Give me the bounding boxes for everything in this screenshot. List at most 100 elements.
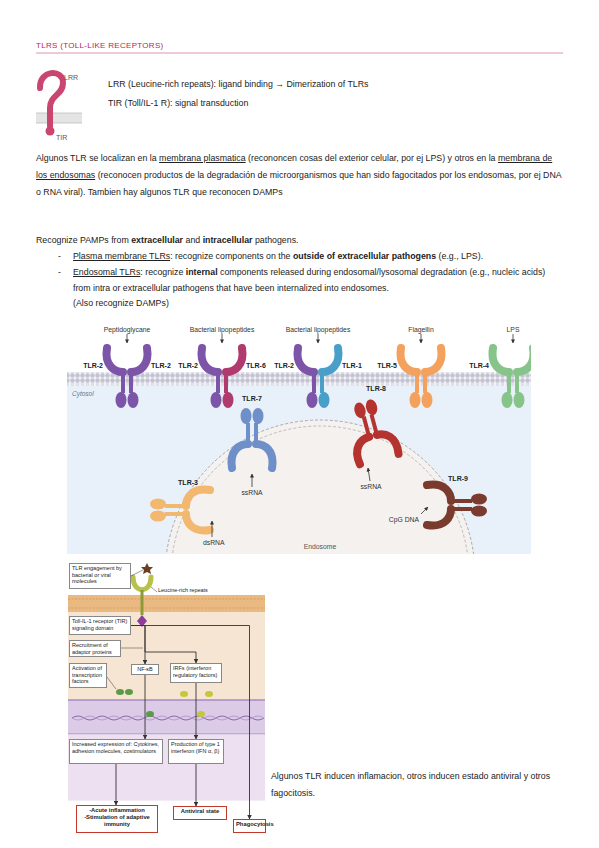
tlr-signaling-figure [68, 608, 265, 609]
box-text: -Stimulation of adaptive immunity [79, 814, 155, 828]
outcome-box: -Acute inflammation-Stimulation of adapt… [76, 805, 158, 833]
tlr-icon [36, 73, 82, 136]
tlr-icon [40, 73, 63, 126]
process-box: Production of type 1 interferon (IFN α, … [168, 739, 224, 764]
tlr-dimer [297, 348, 338, 408]
tlr-icon [46, 127, 55, 136]
transcription-factor [197, 711, 205, 717]
tlr-location-figure [67, 318, 531, 554]
tlr-icon [36, 113, 82, 114]
tlr-dimer [106, 348, 126, 408]
receptor-label: TLR-2 [151, 361, 171, 370]
tlr-dimer [344, 401, 379, 464]
text-paragraph: Algunos TLR se localizan en lamembrana p… [36, 150, 564, 201]
receptor-label: TLR-2 [83, 361, 103, 370]
box-text: Activation of transcription factors [72, 665, 104, 685]
body-text: Algunos TLR se localizan en la [36, 153, 157, 163]
leucine-rich-repeats [133, 577, 151, 590]
tlr-signaling-figure [68, 699, 265, 701]
receptor-label: TLR-8 [366, 384, 386, 393]
signal-arrow [196, 683, 197, 739]
ligand-label: Flagellin [408, 325, 433, 334]
body-text: (Also recognize DAMPs) [73, 296, 563, 312]
ligand-label: Bacterial lipopeptides [286, 325, 351, 334]
tlr-signaling-figure [68, 562, 265, 595]
receptor-label: TLR-2 [274, 361, 294, 370]
tlr-dimer [427, 506, 487, 526]
transcription-factor [180, 691, 188, 697]
body-text: Recognize PAMPs from [36, 235, 129, 245]
transcription-factor [205, 691, 213, 697]
tlr-dimer [319, 348, 339, 408]
ligand-arrow [127, 334, 513, 537]
ligand-arrow [513, 334, 514, 343]
signal-arrow [116, 764, 117, 805]
receptor-label: TLR-9 [448, 474, 468, 483]
outcome-box: Antiviral state [173, 806, 227, 820]
tlr-dimer [231, 408, 251, 468]
underlined-term: Endosomal TLRs [73, 267, 140, 277]
endosome-membrane [171, 426, 469, 554]
bold-term: internal [186, 267, 218, 277]
body-text: (recononcen cosas del exterior celular, … [248, 153, 495, 163]
part-label: TIR [56, 133, 67, 142]
tlr-dimer [344, 396, 399, 465]
tlr-dimer [427, 484, 487, 525]
box-text: Production of type 1 interferon (IFN α, … [171, 741, 221, 754]
tlr-dimer [422, 348, 442, 408]
body-text: and [185, 235, 200, 245]
leader-line [121, 648, 143, 649]
receptor-label: TLR-2 [178, 361, 198, 370]
receptor-label: TLR-3 [178, 478, 198, 487]
definition-text: LRR (Leucine-rich repeats): ligand bindi… [108, 79, 368, 90]
ligand-arrow [212, 521, 213, 537]
signal-arrow [131, 626, 196, 664]
nucleus-area [68, 700, 265, 734]
receptor-stem [141, 590, 144, 615]
process-box: Recruitment of adaptor proteins [69, 640, 121, 657]
cell-membrane [68, 595, 265, 612]
body-text: : recognize [140, 267, 183, 277]
signal-arrow [131, 626, 250, 820]
cytoplasm-area [68, 612, 265, 700]
text-paragraph: Plasma membrane TLRs: recognize componen… [73, 249, 563, 264]
tlr-dimer [492, 348, 531, 408]
tlr-dimer [223, 348, 243, 408]
text-paragraph: Endosomal TLRs: recognizeinternalcompone… [73, 265, 563, 312]
tlr-icon [36, 123, 82, 124]
region-label: Endosome [304, 542, 337, 551]
body-text: : recognize components on the [170, 251, 290, 261]
tlr-dimer [400, 348, 441, 408]
tlr-dimer [231, 408, 272, 468]
box-text: -Acute inflammation [79, 807, 155, 814]
ligand-arrow [368, 468, 370, 481]
tlr-dimer [492, 348, 512, 408]
underlined-term: Plasma membrane TLRs [73, 251, 170, 261]
tlr-signaling-figure [68, 599, 265, 600]
tlr-dimer [297, 348, 317, 408]
leader-line [107, 677, 116, 689]
tlr-signaling-figure [68, 733, 265, 734]
tlr-dimer [514, 348, 532, 408]
definition-text: TIR (Toll/IL-1 R): signal transduction [108, 98, 248, 109]
bold-term: outside of extracellular pathogens [293, 251, 436, 261]
tlr-dimer [201, 348, 221, 408]
ligand-label: CpG DNA [389, 515, 419, 524]
tlr-signaling-figure [68, 735, 265, 801]
bold-term: extracellular [131, 235, 183, 245]
ligand-arrow [127, 334, 128, 343]
transcription-factor [116, 689, 124, 695]
bullet-dash: - [58, 265, 61, 281]
page-title: TLRS (TOLL-LIKE RECEPTORS) [36, 41, 164, 50]
ligand-arrow [222, 334, 223, 343]
ligand-arrow [421, 334, 422, 343]
receptor-label: TLR-5 [377, 361, 397, 370]
box-text: Phagocytosis [236, 821, 263, 828]
leader-line [131, 570, 143, 576]
box-text: Antiviral state [176, 808, 224, 815]
box-text: IRFs (interferon regulatory factors) [173, 665, 219, 678]
